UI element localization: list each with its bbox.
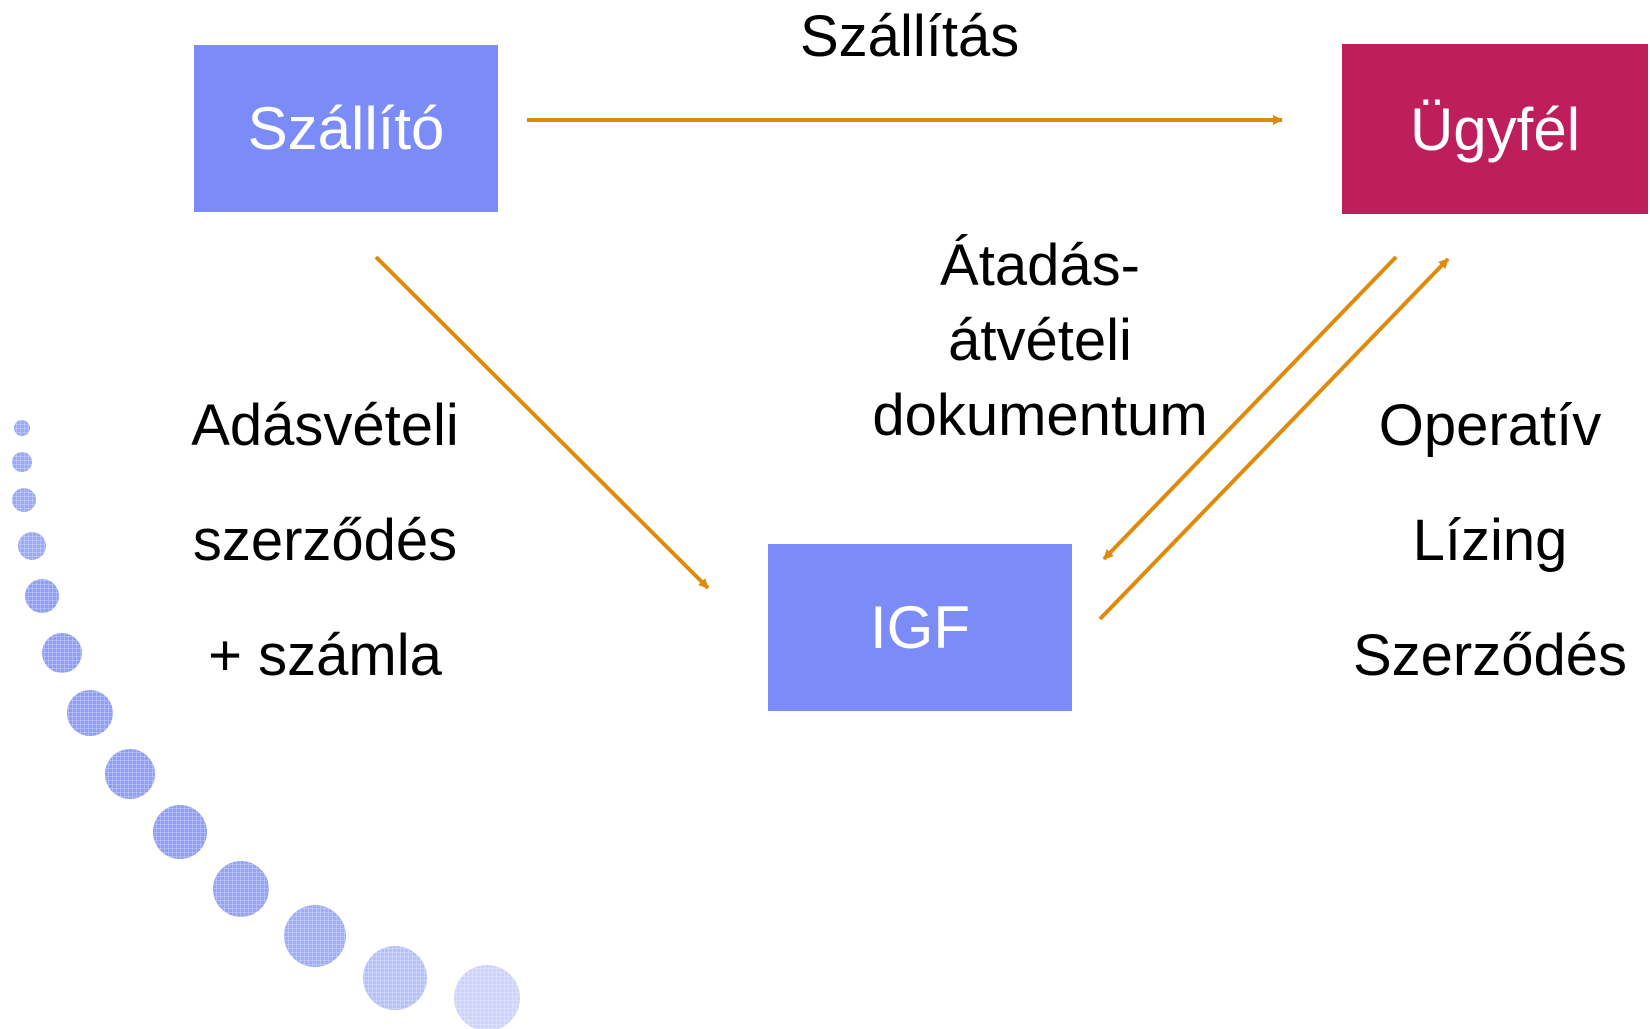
decorative-dot [42, 633, 82, 673]
node-customer-label: Ügyfél [1409, 95, 1581, 163]
edge-label-leasing: Operatív Lízing Szerződés [1330, 368, 1650, 713]
arrow-customer-to-igf [1102, 255, 1398, 561]
leasing-line-3: Szerződés [1352, 623, 1628, 688]
leasing-line-1: Operatív [1378, 393, 1602, 458]
sales-contract-line-2: szerződés [192, 508, 458, 573]
node-igf: IGF [768, 544, 1072, 711]
decorative-dot [363, 946, 427, 1010]
decorative-dot [454, 965, 520, 1029]
decorative-dot [12, 488, 36, 512]
decorative-dot [14, 420, 30, 436]
edge-label-handover: Átadás- átvételi dokumentum [850, 228, 1230, 453]
handover-line-2: átvételi [948, 308, 1132, 373]
decorative-dot [67, 690, 113, 736]
handover-line-3: dokumentum [872, 383, 1208, 448]
decorative-dot [18, 532, 46, 560]
decorative-dot [105, 749, 155, 799]
node-igf-label: IGF [870, 594, 970, 661]
arrow-igf-to-customer [1098, 257, 1450, 621]
edge-label-sales-contract: Adásvételi szerződés + számla [160, 368, 490, 713]
decorative-dot [284, 905, 346, 967]
node-supplier-label: Szállító [247, 95, 445, 162]
decorative-dot [153, 805, 207, 859]
sales-contract-line-3: + számla [208, 623, 442, 688]
node-supplier: Szállító [194, 45, 498, 212]
decorative-dot [213, 861, 269, 917]
edge-label-delivery: Szállítás [800, 4, 1020, 69]
handover-line-1: Átadás- [940, 233, 1140, 298]
decorative-dot [12, 452, 32, 472]
leasing-line-2: Lízing [1412, 508, 1568, 573]
arrow-supplier-to-igf [374, 255, 710, 590]
decorative-dot [25, 579, 59, 613]
sales-contract-line-1: Adásvételi [191, 393, 459, 458]
node-customer: Ügyfél [1342, 44, 1648, 214]
